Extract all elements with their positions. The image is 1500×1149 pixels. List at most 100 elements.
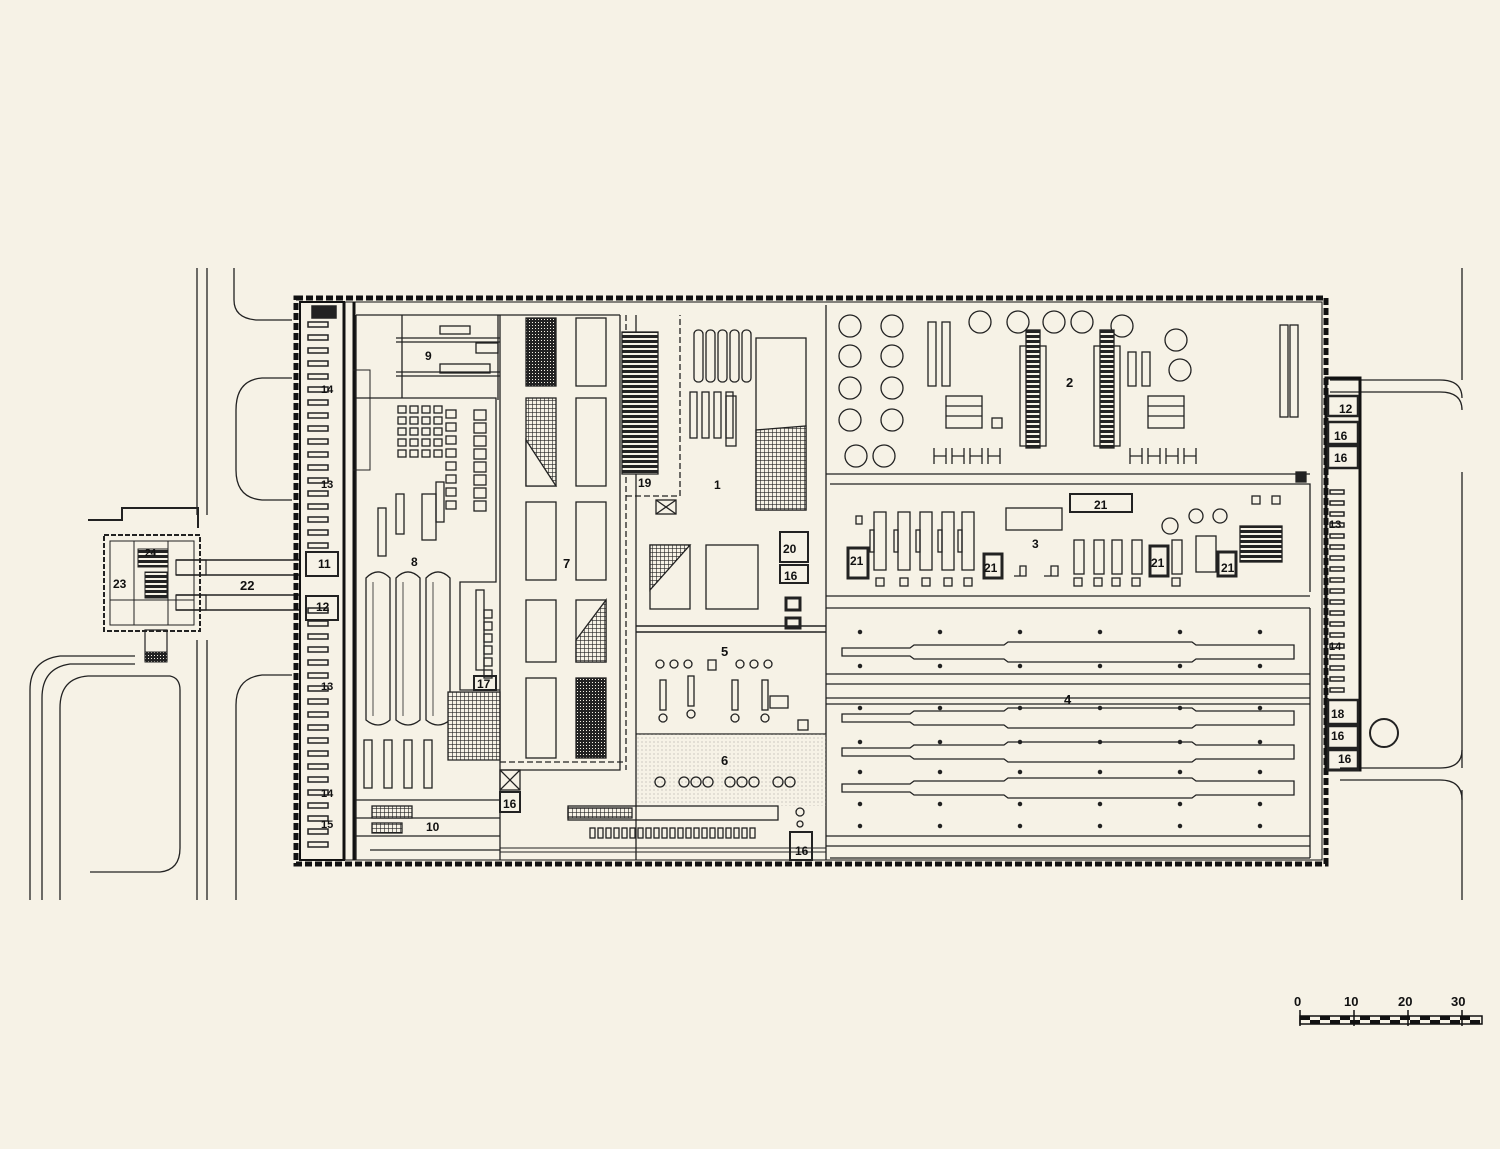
bench	[475, 589, 485, 671]
service-bar	[1329, 566, 1345, 572]
bay	[525, 677, 557, 759]
shelf	[483, 669, 493, 679]
scale-bar: 0 10 20 30	[1294, 994, 1483, 1026]
rack	[669, 827, 676, 839]
tube	[689, 391, 698, 439]
column-dot	[1257, 769, 1263, 775]
service-bar	[307, 724, 329, 731]
service-bar	[307, 698, 329, 705]
unit	[963, 577, 973, 587]
machine	[736, 776, 748, 788]
tube	[741, 329, 752, 383]
tank	[1070, 310, 1094, 334]
unit	[1014, 565, 1027, 577]
unit	[899, 577, 909, 587]
process-line	[841, 707, 1295, 729]
unit	[893, 529, 899, 553]
column-dot	[937, 705, 943, 711]
unit	[1044, 565, 1059, 577]
tube	[725, 391, 734, 439]
machine	[683, 659, 693, 669]
service-bar	[1329, 522, 1345, 528]
column-dot	[857, 823, 863, 829]
bench	[435, 481, 445, 523]
column-dot	[937, 739, 943, 745]
unit	[921, 577, 931, 587]
label-14c: 14	[1329, 641, 1342, 653]
column-dot	[1017, 801, 1023, 807]
machine	[769, 695, 789, 709]
column-dot	[1017, 823, 1023, 829]
machine	[761, 679, 769, 711]
shelf	[483, 609, 493, 619]
column-dot	[1177, 769, 1183, 775]
service-bar	[307, 542, 329, 549]
unit	[873, 511, 887, 571]
machine	[659, 679, 667, 711]
machine	[397, 438, 407, 447]
process-line	[841, 777, 1295, 799]
machine	[445, 422, 457, 432]
column-dot	[857, 739, 863, 745]
service-room	[1326, 724, 1360, 750]
rack	[677, 827, 684, 839]
label-15: 15	[321, 819, 333, 831]
service-bar	[307, 620, 329, 627]
scale-segment	[1420, 1016, 1430, 1020]
tank	[844, 444, 868, 468]
machine	[730, 713, 740, 723]
label-21c: 21	[984, 561, 998, 575]
machine	[473, 487, 487, 499]
tube	[717, 329, 728, 383]
column-dot	[857, 705, 863, 711]
rack	[717, 827, 724, 839]
tank-support	[1129, 448, 1143, 464]
tank	[1006, 310, 1030, 334]
service-room	[305, 595, 339, 621]
label-18: 18	[1331, 707, 1345, 721]
scale-tick-20: 20	[1398, 994, 1412, 1009]
service-bar	[1329, 588, 1345, 594]
service-bar	[1329, 533, 1345, 539]
column-dot	[857, 629, 863, 635]
label-7: 7	[563, 556, 570, 571]
unit	[919, 511, 933, 571]
roads	[29, 268, 1463, 900]
machine	[421, 438, 431, 447]
shelf	[483, 657, 493, 667]
unit	[943, 577, 953, 587]
unit	[1073, 539, 1085, 575]
service-room	[1326, 748, 1360, 772]
machine	[421, 427, 431, 436]
service-bar	[307, 412, 329, 419]
label-13a: 13	[321, 479, 333, 491]
machine	[409, 438, 419, 447]
process-line	[841, 641, 1295, 663]
service-bar	[307, 750, 329, 757]
unit	[957, 529, 963, 553]
tank	[1042, 310, 1066, 334]
column-dot	[937, 823, 943, 829]
scale-tick-10: 10	[1344, 994, 1358, 1009]
machine	[473, 409, 487, 421]
machine	[731, 679, 739, 711]
machine	[473, 474, 487, 486]
service-bar	[307, 425, 329, 432]
bay	[525, 317, 557, 387]
service-bar	[307, 516, 329, 523]
rack	[621, 827, 628, 839]
service-bar	[307, 334, 329, 341]
tank-support	[933, 448, 947, 464]
machine	[655, 659, 665, 669]
rack	[613, 827, 620, 839]
column-dot	[937, 629, 943, 635]
column-dot	[857, 801, 863, 807]
unit	[855, 515, 863, 525]
bay	[525, 599, 557, 663]
rack	[741, 827, 748, 839]
scale-segment	[1320, 1016, 1330, 1020]
machine	[409, 427, 419, 436]
service-bar	[307, 841, 329, 848]
machine	[433, 427, 443, 436]
unit	[982, 552, 1004, 580]
